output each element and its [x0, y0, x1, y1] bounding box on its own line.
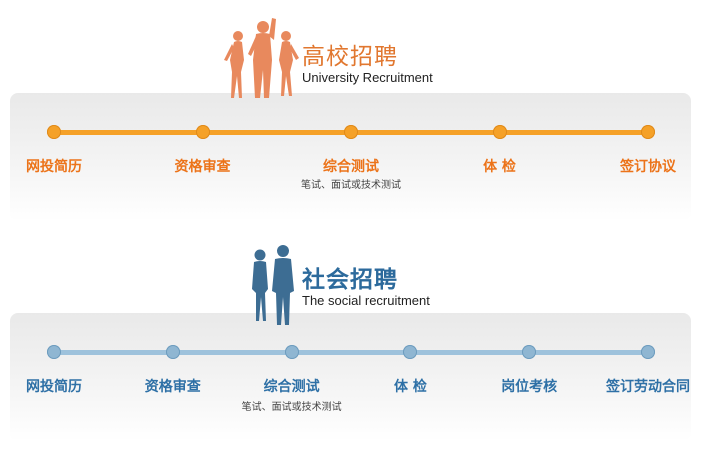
social-step-dot-2: [165, 345, 180, 359]
campus-step-label-2: 资格审查: [174, 159, 231, 175]
social-step-dot-5: [522, 345, 537, 359]
social-step-dot-4: [403, 345, 418, 359]
campus-heading: 高校招聘 University Recruitment: [302, 44, 433, 85]
students-silhouette-icon: [224, 18, 299, 98]
social-panel: [10, 313, 691, 441]
social-step-dot-1: [47, 345, 61, 359]
social-step-label-2: 资格审查: [144, 379, 201, 395]
campus-step-label-5: 签订协议: [620, 159, 676, 175]
campus-title: 高校招聘: [302, 44, 398, 70]
campus-panel: [10, 93, 691, 221]
campus-step-dot-3: [344, 125, 358, 139]
social-step-note: 笔试、面试或技术测试: [241, 402, 342, 413]
campus-step-label-3: 综合测试: [323, 159, 379, 175]
professionals-silhouette-icon: [252, 245, 294, 325]
campus-step-dot-1: [47, 125, 61, 139]
social-heading: 社会招聘 The social recruitment: [302, 267, 430, 308]
campus-step-dot-5: [641, 125, 655, 139]
social-step-label-5: 岗位考核: [501, 379, 558, 395]
campus-step-label-4: 体 检: [483, 159, 516, 175]
social-step-label-1: 网投简历: [26, 379, 82, 395]
social-title: 社会招聘: [302, 267, 398, 293]
social-step-label-3: 综合测试: [263, 379, 320, 395]
campus-step-dot-2: [195, 125, 210, 139]
social-step-dot-6: [641, 345, 655, 359]
campus-step-note: 笔试、面试或技术测试: [301, 180, 401, 191]
social-step-dot-3: [284, 345, 299, 359]
campus-step-dot-4: [492, 125, 507, 139]
campus-step-label-1: 网投简历: [26, 159, 82, 175]
campus-subtitle: University Recruitment: [302, 70, 433, 85]
social-step-label-4: 体 检: [393, 379, 427, 395]
social-subtitle: The social recruitment: [302, 293, 430, 308]
social-step-label-6: 签订劳动合同: [606, 379, 690, 395]
social-timeline-track: [52, 350, 650, 355]
